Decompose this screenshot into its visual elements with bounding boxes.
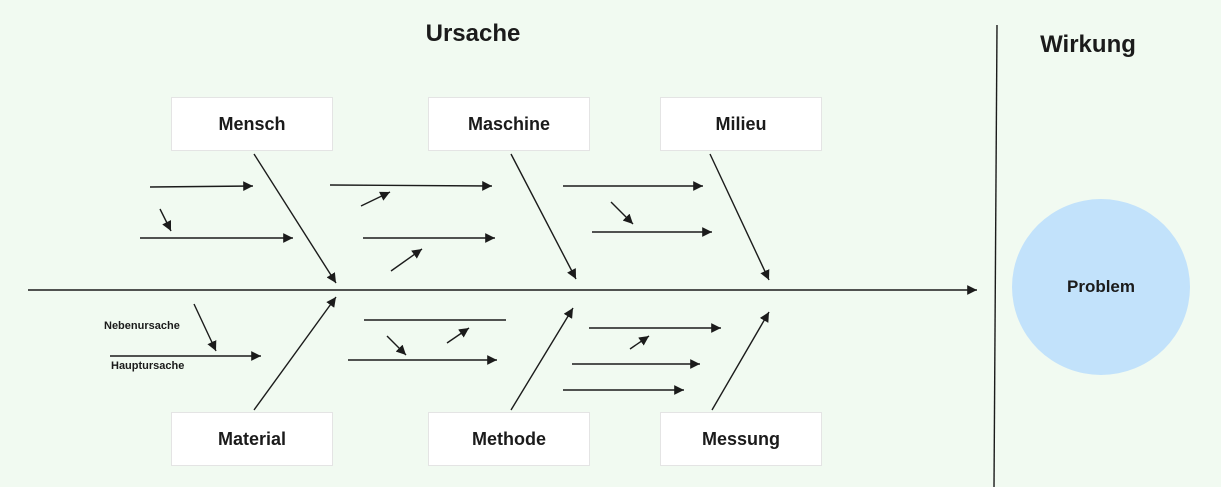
category-box-methode: Methode	[428, 412, 590, 466]
category-label: Maschine	[467, 113, 551, 134]
category-label: Messung	[701, 428, 780, 449]
bone-material	[253, 296, 337, 411]
sub-cause-arrow	[149, 181, 254, 191]
category-label: Milieu	[715, 113, 767, 134]
sub-cause-arrow	[329, 181, 493, 191]
bone-maschine	[510, 153, 577, 280]
category-box-messung: Messung	[660, 412, 822, 466]
bone-messung	[711, 311, 770, 411]
cause-heading: Ursache	[425, 20, 521, 47]
sub-cause-arrow	[446, 327, 470, 344]
effect-heading: Wirkung	[1040, 31, 1136, 58]
bone-milieu	[709, 153, 770, 281]
bone-methode	[510, 307, 574, 411]
secondary-cause-label: Nebenursache	[104, 320, 180, 332]
sub-cause-arrow	[193, 303, 217, 352]
problem-label: Problem	[1066, 277, 1136, 296]
sub-cause-arrow	[390, 248, 423, 272]
category-label: Mensch	[218, 113, 286, 134]
category-box-milieu: Milieu	[660, 97, 822, 151]
cause-effect-divider	[993, 24, 998, 487]
bone-mensch	[253, 153, 337, 284]
category-label: Material	[217, 428, 287, 449]
category-label: Methode	[472, 428, 546, 449]
sub-cause-arrow	[360, 191, 391, 207]
problem-circle: Problem	[1012, 199, 1190, 375]
category-box-mensch: Mensch	[171, 97, 333, 151]
main-cause-label: Hauptursache	[111, 360, 185, 372]
sub-cause-arrow	[610, 201, 634, 225]
sub-cause-arrow	[159, 208, 172, 232]
category-box-material: Material	[171, 412, 333, 466]
sub-cause-arrow	[629, 335, 650, 350]
category-box-maschine: Maschine	[428, 97, 590, 151]
sub-cause-arrow	[386, 335, 407, 356]
